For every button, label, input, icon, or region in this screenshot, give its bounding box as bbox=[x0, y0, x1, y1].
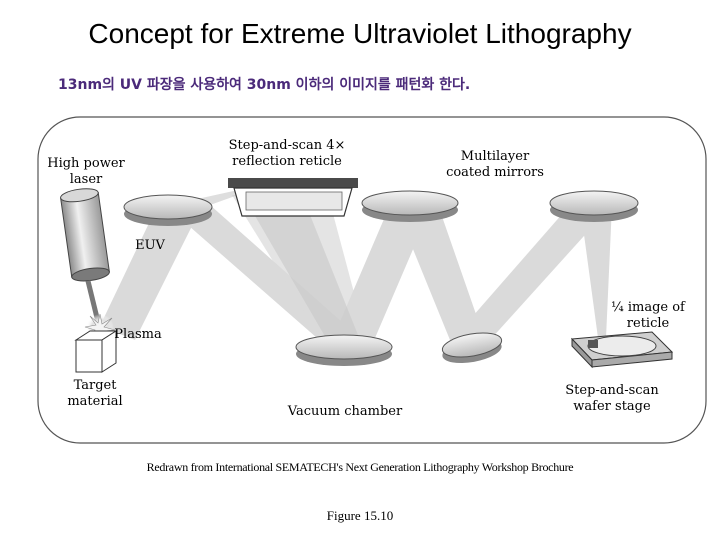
vacuum-chamber-outline bbox=[37, 116, 707, 444]
mirror-4 bbox=[295, 334, 393, 366]
mirror-3 bbox=[549, 190, 639, 222]
high-power-laser bbox=[60, 188, 110, 327]
page-title: Concept for Extreme Ultraviolet Lithogra… bbox=[88, 18, 632, 49]
source-credit: Redrawn from International SEMATECH's Ne… bbox=[146, 460, 574, 474]
target-material bbox=[74, 330, 118, 373]
reticle-label: Step-and-scan 4×reflection reticle bbox=[228, 138, 346, 169]
figure-caption: Figure 15.10 bbox=[326, 508, 394, 523]
wafer-stage bbox=[570, 331, 674, 369]
mirror-5 bbox=[441, 332, 503, 364]
reflection-reticle bbox=[228, 178, 358, 217]
mirror-1 bbox=[123, 194, 213, 226]
mirror-2 bbox=[361, 190, 459, 222]
reticle-beam bbox=[240, 190, 362, 345]
subtitle: 13nm의 UV 파장을 사용하여 30nm 이하의 이미지를 패턴화 한다. bbox=[58, 77, 471, 93]
chamber-label: Vacuum chamber bbox=[287, 404, 403, 419]
euv-label: EUV bbox=[135, 238, 165, 253]
plasma-label: Plasma bbox=[114, 327, 162, 342]
